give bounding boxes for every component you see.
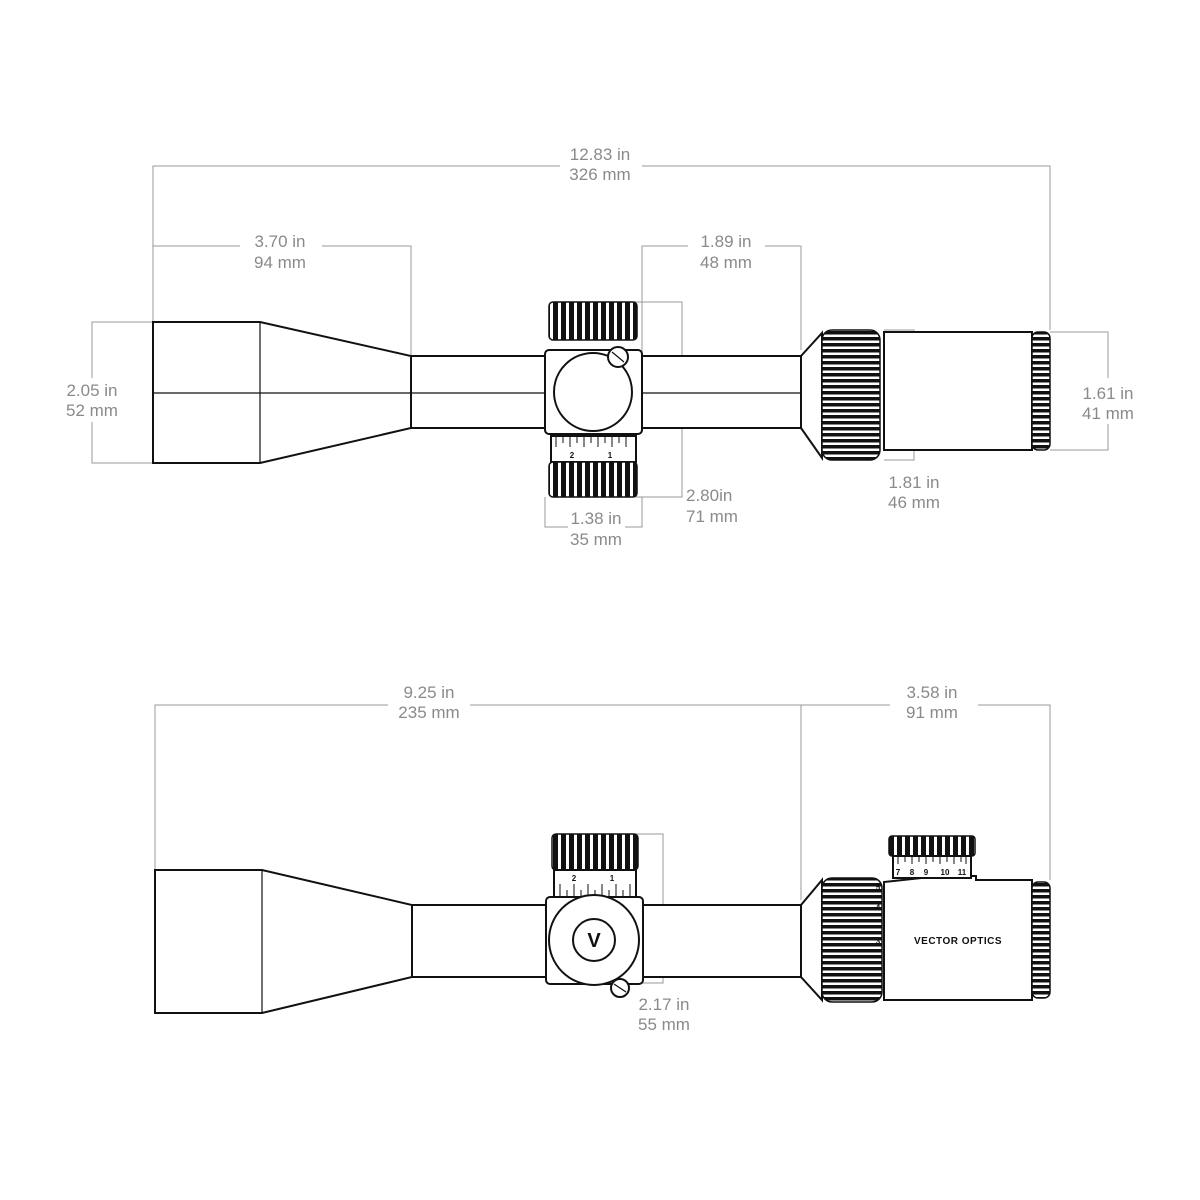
mag-label-11: 11 [958,868,967,877]
magnification-knob[interactable] [888,835,976,857]
elevation-knob-bottom[interactable] [548,461,638,498]
side-diopter-ring[interactable] [1031,881,1051,999]
side-scale-5: 5 [876,883,881,892]
overall-length-dimension: 12.83 in 326 mm [152,145,1051,330]
eyepiece-length-in: 1.81 in [888,473,939,492]
side-elevation-label-2: 2 [572,874,577,883]
side-eyepiece-flare [800,877,823,1003]
rear-length-dimension: 3.58 in 91 mm [801,683,1051,880]
turret-scale-ticks [555,437,627,447]
tube-eyepiece-mm: 48 mm [700,253,752,272]
objective-diameter-dimension: 2.05 in 52 mm [66,321,153,464]
tube-eyepiece-in: 1.89 in [700,232,751,251]
side-scale-4: 4 [876,903,881,912]
front-length-in: 9.25 in [403,683,454,702]
windage-cap [572,918,616,962]
side-elevation-label-1: 1 [610,874,615,883]
eyepiece-length-mm: 46 mm [888,493,940,512]
magnification-ticks [897,857,967,864]
mag-label-9: 9 [924,868,929,877]
top-view: 12.83 in 326 mm 3.70 in 94 mm 1.89 in 48… [66,145,1134,549]
scope-body-side: 2 1 V 5 4 3 [154,833,1051,1014]
turret-scale-label-2: 2 [570,451,575,460]
turret-scale-band [550,435,637,463]
objective-length-dimension: 3.70 in 94 mm [152,232,412,355]
objective-length-mm: 94 mm [254,253,306,272]
front-length-mm: 235 mm [398,703,459,722]
eyepiece-flare [800,330,823,462]
tube-eyepiece-dimension: 1.89 in 48 mm [641,232,802,355]
objective-diameter-in: 2.05 in [66,381,117,400]
side-elevation-knob[interactable] [551,833,639,871]
rear-length-mm: 91 mm [906,703,958,722]
eyepiece-diameter-in: 1.61 in [1082,384,1133,403]
eyepiece-diameter-dimension: 1.61 in 41 mm [1050,331,1134,451]
brand-label: VECTOR OPTICS [914,936,1002,947]
diopter-ring[interactable] [1031,331,1051,451]
turret-width-dimension: 1.38 in 35 mm [544,497,643,549]
objective-diameter-mm: 52 mm [66,401,118,420]
eyepiece-diameter-mm: 41 mm [1082,404,1134,423]
side-turret-height-mm: 55 mm [638,1015,690,1034]
mag-label-10: 10 [941,868,950,877]
front-length-dimension: 9.25 in 235 mm [154,683,802,900]
vector-logo-icon: V [587,930,601,952]
objective-length-in: 3.70 in [254,232,305,251]
elevation-knob-top[interactable] [548,301,638,341]
turret-width-in: 1.38 in [570,509,621,528]
overall-length-mm: 326 mm [569,165,630,184]
side-view: 9.25 in 235 mm 3.58 in 91 mm 2.17 in 55 … [154,683,1051,1034]
turret-cap[interactable] [553,352,633,432]
turret-height-in: 2.80in [686,486,732,505]
side-scale-3: 3 [876,937,881,946]
side-elevation-ticks [559,884,631,897]
rear-length-in: 3.58 in [906,683,957,702]
side-turret-height-in: 2.17 in [638,995,689,1014]
scope-body-top: 2 1 [152,301,1051,498]
magnification-ring[interactable] [821,329,881,461]
side-objective-bell [154,869,413,1014]
eyepiece-tube [883,331,1033,451]
turret-height-mm: 71 mm [686,507,738,526]
overall-length-in: 12.83 in [570,145,631,164]
side-magnification-ring[interactable] [821,877,883,1003]
mag-label-8: 8 [910,868,915,877]
turret-width-mm: 35 mm [570,530,622,549]
mag-label-7: 7 [896,868,901,877]
turret-scale-label-1: 1 [608,451,613,460]
